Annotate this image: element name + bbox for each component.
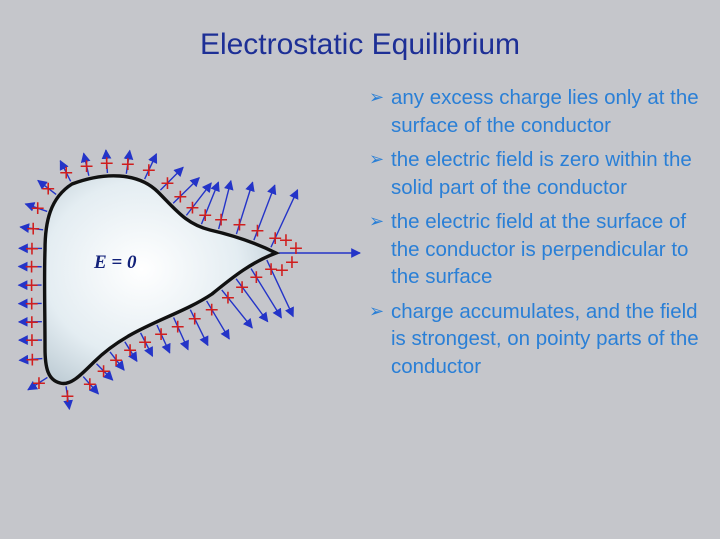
positive-charge: + [79,155,95,177]
field-lines [17,149,361,411]
positive-charge: + [231,213,247,235]
positive-charge: + [220,287,236,309]
positive-charge: + [24,256,40,278]
field-arrow [96,363,114,381]
field-arrow [270,188,299,248]
field-arrow [80,152,91,176]
arrow-bullet-icon: ➢ [369,149,385,169]
field-arrow [123,149,134,174]
positive-charge: + [278,229,294,251]
positive-charge: + [249,220,265,242]
interior-field-label: E = 0 [93,252,137,273]
field-arrow [101,149,112,174]
field-arrow [266,259,294,318]
positive-charge: + [25,218,41,240]
bullet-text: any excess charge lies only at the surfa… [391,86,699,137]
bullet-item: ➢ any excess charge lies only at the surf… [368,84,713,139]
positive-charge: + [170,316,186,338]
conductor-body [42,174,281,386]
positive-charge: + [141,159,157,181]
positive-charge: + [96,360,112,382]
field-arrow [82,376,100,395]
bullet-item: ➢ the electric field is zero within the s… [368,146,713,201]
slide-title: Electrostatic Equilibrium [199,28,521,61]
surface-charges: ++++++++++++++++++++++++++++++++++++++++… [24,152,304,407]
field-arrow [27,376,48,391]
positive-charge: + [213,208,229,230]
arrow-bullet-icon: ➢ [369,211,385,231]
arrow-bullet-icon: ➢ [369,300,385,321]
bullet-item: ➢ the electric field at the surface of th… [368,208,713,291]
field-arrow [109,351,125,371]
positive-charge: + [153,323,169,345]
bullet-item: ➢ charge accumulates, and the field is st… [368,298,713,381]
positive-charge: + [24,237,40,259]
field-arrow [172,177,200,204]
positive-charge: + [30,197,46,219]
field-arrow [156,324,171,354]
field-arrow [24,202,48,213]
field-arrow [235,278,269,323]
field-arrow [221,289,253,329]
positive-charge: + [248,266,264,288]
bullet-text: the electric field is zero within the so… [391,148,692,199]
field-arrow [172,317,189,351]
field-arrow [235,181,255,235]
positive-charge: + [82,373,98,395]
field-arrow [189,309,209,347]
positive-charge: + [31,372,47,394]
positive-charge: + [137,331,153,353]
positive-charge: + [58,161,74,183]
positive-charge: + [24,348,40,370]
positive-charge: + [234,276,250,298]
positive-charge: + [204,299,220,321]
positive-charge: + [284,251,300,273]
field-arrow [159,166,184,191]
field-arrow [59,159,72,182]
positive-charge: + [263,258,279,280]
arrow-bullet-icon: ➢ [369,87,385,107]
positive-charge: + [24,329,40,351]
field-arrow [139,332,154,358]
field-arrow [18,354,43,365]
field-arrow [124,341,138,363]
positive-charge: + [274,259,290,281]
positive-charge: + [108,349,124,371]
positive-charge: + [185,196,201,218]
positive-charge: + [159,172,175,194]
field-arrow [185,182,212,216]
field-arrow [217,179,234,230]
bullet-text: the electric field at the surface of the… [391,210,689,288]
field-arrow [253,184,277,241]
positive-charge: + [24,293,40,315]
positive-charge: + [267,227,283,249]
field-arrow [206,300,230,340]
positive-charge: + [172,185,188,207]
positive-charge: + [99,152,115,174]
field-arrow [63,386,73,411]
positive-charge: + [24,274,40,296]
bullet-list: ➢ any excess charge lies only at the surf… [368,84,713,387]
field-arrow [200,181,220,225]
conductor-diagram: ++++++++++++++++++++++++++++++++++++++++… [17,149,361,411]
field-arrow [19,223,44,233]
positive-charge: + [288,237,304,259]
bullet-text: charge accumulates, and the field is str… [391,299,699,378]
field-arrow [37,179,57,195]
positive-charge: + [187,308,203,330]
positive-charge: + [40,177,56,199]
positive-charge: + [60,385,76,407]
field-arrow [143,153,158,180]
positive-charge: + [120,153,136,175]
field-arrow [250,268,282,319]
positive-charge: + [122,339,138,361]
positive-charge: + [197,204,213,226]
positive-charge: + [24,311,40,333]
